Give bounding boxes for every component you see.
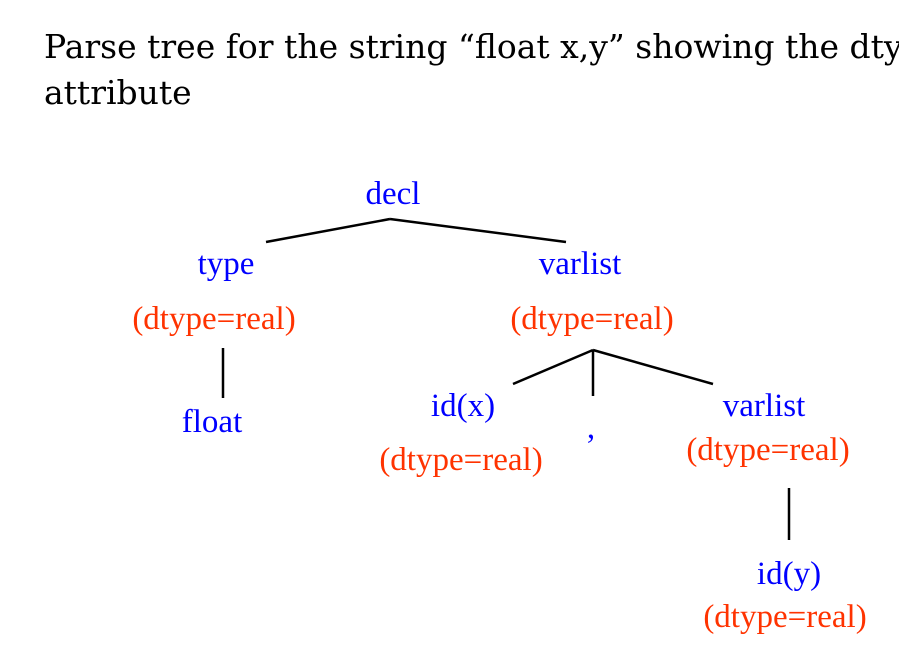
node-type: type [197,246,255,282]
edge-varlist-varlist [592,348,714,386]
node-float: float [181,404,243,440]
node-comma: , [586,410,596,446]
edge-varlist-idx [512,348,594,386]
node-varlist-inner: varlist [722,388,806,424]
title-line-2: attribute [44,73,192,112]
diagram-title: Parse tree for the string “float x,y” sh… [44,24,899,116]
node-varlist-top: varlist [538,246,622,282]
title-line-1: Parse tree for the string “float x,y” sh… [44,27,899,66]
attr-id-y: (dtype=real) [703,599,867,635]
attr-id-x: (dtype=real) [379,442,543,478]
attr-varlist-top: (dtype=real) [510,301,674,337]
node-decl: decl [365,176,421,212]
edge-decl-varlist [389,217,567,244]
node-id-y: id(y) [756,556,822,592]
attr-type: (dtype=real) [132,301,296,337]
attr-varlist-inner: (dtype=real) [686,432,850,468]
node-id-x: id(x) [430,388,496,424]
edge-decl-type [265,217,391,244]
